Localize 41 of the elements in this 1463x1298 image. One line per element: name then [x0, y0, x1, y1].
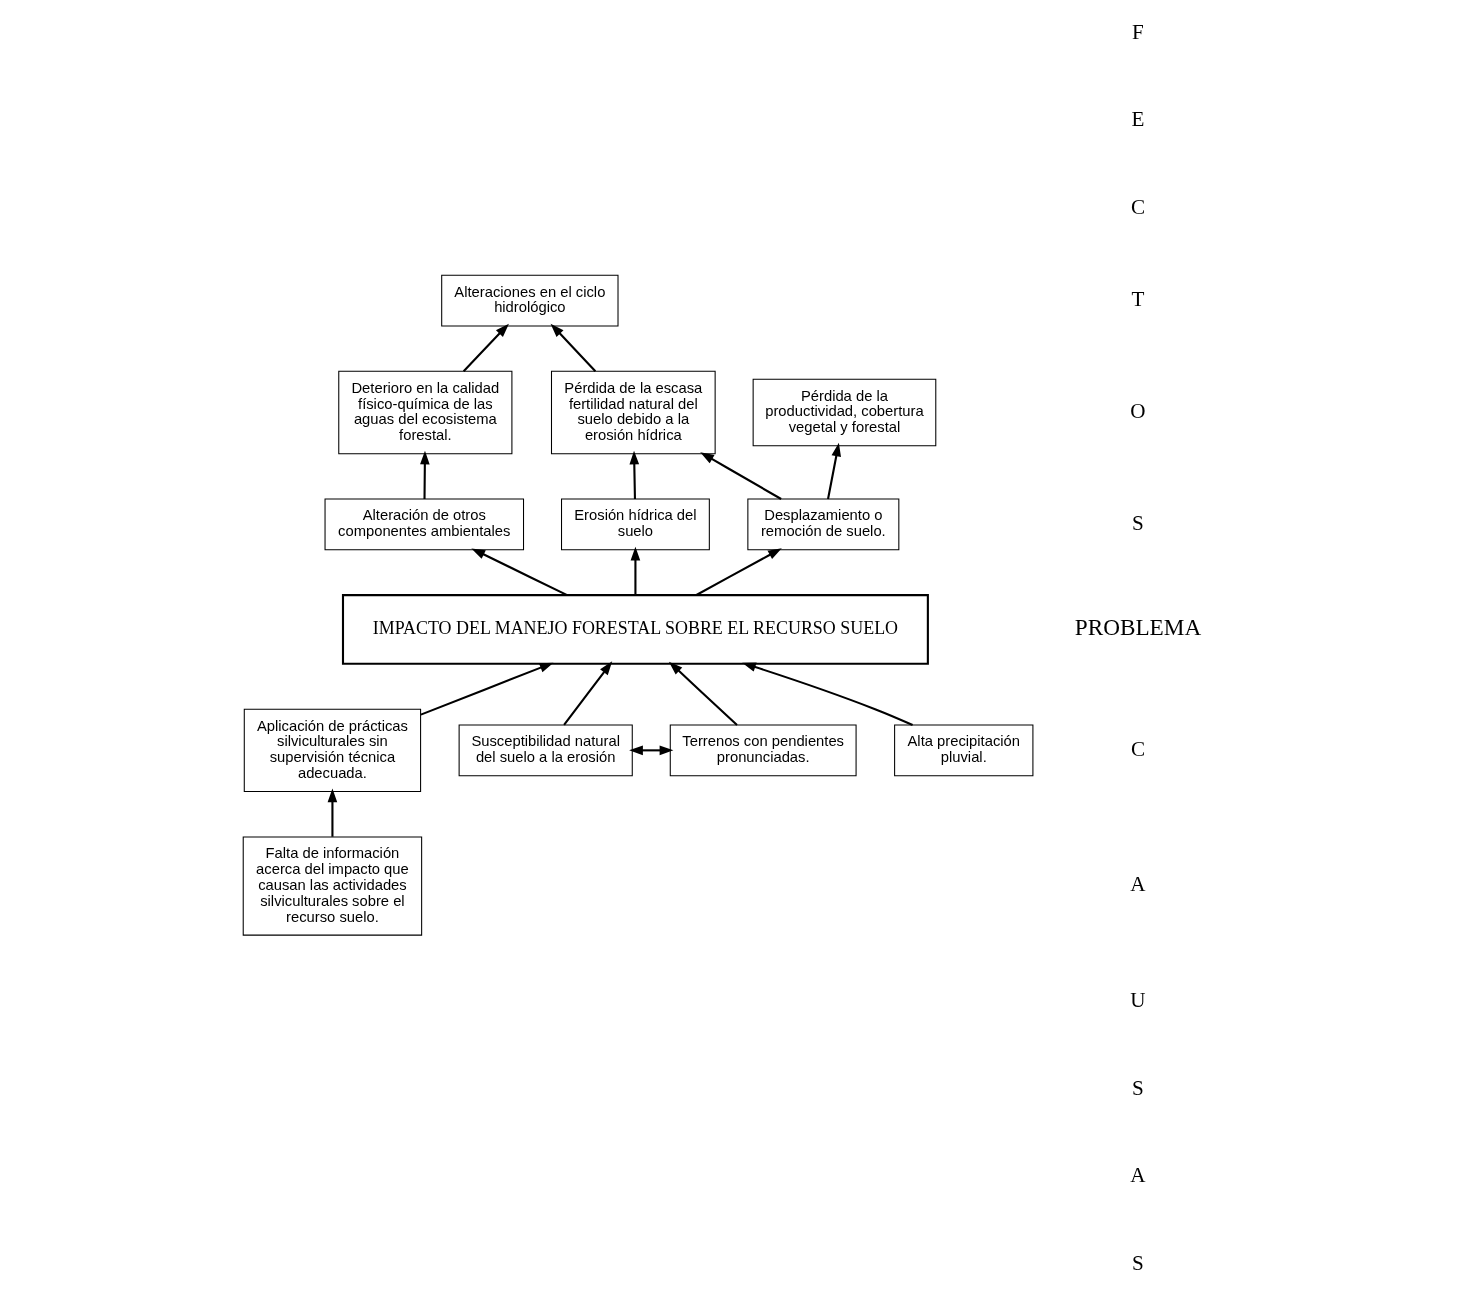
node-box: Pérdida de la escasa fertilidad natural del suelo debido a la erosión hídrica	[550, 370, 716, 455]
arrow	[629, 745, 674, 756]
node-box: Terrenos con pendientes pronunciadas.	[669, 724, 857, 777]
node-box: Alteración de otros componentes ambientales	[324, 498, 525, 551]
label: O	[1130, 398, 1146, 423]
label: PROBLEMA	[1074, 614, 1202, 641]
node-box: Susceptibilidad natural del suelo a la erosión	[458, 724, 633, 777]
label: S	[1132, 1250, 1144, 1275]
label: E	[1131, 107, 1145, 132]
arrow	[695, 548, 782, 596]
arrow	[629, 450, 640, 499]
label: S	[1132, 510, 1144, 535]
node-box: Pérdida de la productividad, cobertura vegetal y forestal	[752, 378, 937, 447]
arrow	[420, 450, 430, 499]
node-box: Alteraciones en el ciclo hidrológico	[441, 274, 619, 327]
arrow	[420, 662, 554, 716]
arrow	[563, 661, 613, 726]
label: F	[1132, 19, 1144, 44]
label: A	[1130, 1163, 1146, 1188]
label: C	[1130, 195, 1145, 220]
node-box: Desplazamiento o remoción de suelo.	[747, 498, 900, 551]
node-box: Falta de información acerca del impacto que causan las actividades silviculturales sobre el recurso suelo.	[242, 836, 423, 936]
arrow	[827, 442, 841, 500]
label: A	[1130, 872, 1146, 897]
node-box: Aplicación de prácticas silviculturales sin supervisión técnica adecuada.	[243, 708, 422, 793]
node-box: Erosión hídrica del suelo	[561, 498, 710, 551]
label: U	[1130, 987, 1146, 1012]
arrow	[550, 323, 597, 372]
arrow	[471, 548, 568, 597]
node-box: Deterioro en la calidad físico-química de las aguas del ecosistema forestal.	[338, 370, 513, 455]
arrow	[630, 546, 641, 595]
arrow	[700, 452, 782, 500]
label: C	[1130, 736, 1145, 761]
node-box: IMPACTO DEL MANEJO FORESTAL SOBRE EL RECURSO SUELO	[341, 594, 929, 665]
arrow	[668, 661, 738, 726]
arrow	[462, 323, 509, 372]
arrow	[742, 662, 913, 726]
label: S	[1132, 1075, 1144, 1100]
label: T	[1131, 286, 1145, 311]
arrow	[327, 788, 338, 837]
node-box: Alta precipitación pluvial.	[894, 724, 1034, 777]
